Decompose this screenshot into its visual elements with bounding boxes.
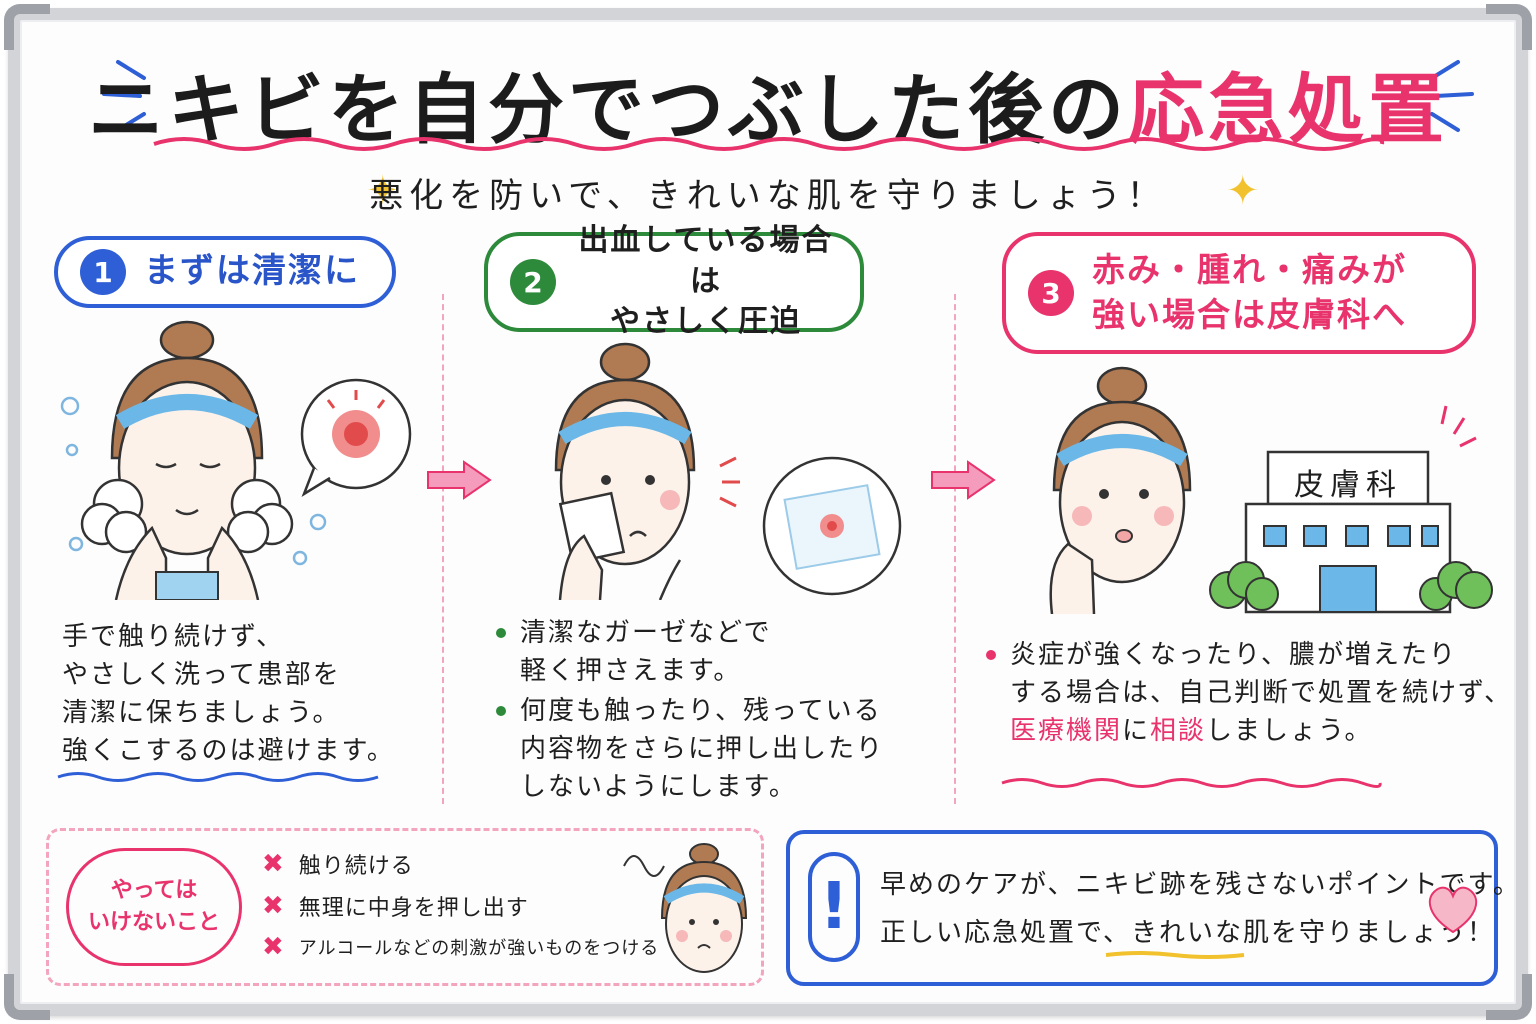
tip-line-1: 早めのケアが、ニキビ跡を残さないポイントです。 [880,870,1521,900]
step-3-label: 赤み・腫れ・痛みが 強い場合は皮膚科へ [1092,250,1407,334]
column-divider [442,294,444,804]
cross-icon: ✖ [262,891,285,921]
title-dashes-left [102,60,146,132]
cross-icon: ✖ [262,932,285,962]
illustration-worried-face [1049,366,1192,614]
tip-panel [786,830,1498,986]
illustration-troubled-face [623,843,748,973]
page-title-main: ニキビを自分でつぶした後の [88,65,1128,154]
step-2-number: 2 [510,259,556,305]
title-underline-wave [153,137,1385,151]
bullet-dot-icon [986,650,996,660]
dont-item: ✖ 無理に中身を押し出す [262,890,659,922]
tip-highlight-underline [1105,951,1245,959]
title-dashes-right [1430,60,1474,132]
column-divider [954,294,956,804]
step-3-line: 炎症が強くなったり、膿が増えたり [1010,640,1457,670]
step-2-header: 2 出血している場合は やさしく圧迫 [484,223,864,339]
step-3-body: 炎症が強くなったり、膿が増えたり する場合は、自己判断で処置を続けず、 医療機関… [986,636,1510,750]
clinic-building-icon [1209,405,1493,614]
emphasis-consult: 相談 [1150,716,1207,746]
frame-corner-top-left [4,4,50,50]
heart-icon [1428,886,1478,934]
step-2-bullet-text: 何度も触ったり、残っている 内容物をさらに押し出したり しないようにします。 [520,696,885,802]
step-1-number: 1 [80,249,126,295]
arrow-right-icon [931,460,996,500]
bullet-dot-icon [496,706,506,716]
page-title: ニキビを自分でつぶした後の応急処置 [0,48,1536,158]
step-1-header: 1 まずは清潔に [54,236,396,308]
arrow-right-icon [427,460,492,500]
step-1-body: 手で触り続けず、 やさしく洗って患部を 清潔に保ちましょう。 強くこするのは避け… [62,618,395,770]
step-2-label: 出血している場合は やさしく圧迫 [578,223,834,340]
step-3-bullet: 炎症が強くなったり、膿が増えたり する場合は、自己判断で処置を続けず、 医療機関… [986,636,1510,750]
dont-item: ✖ 触り続ける [262,848,659,880]
frame-corner-bottom-left [4,974,50,1020]
tip-line-2: 正しい応急処置で、きれいな肌を守りましょう！ [880,918,1495,948]
step-3-line: する場合は、自己判断で処置を続けず、 [1010,678,1513,708]
bullet-dot-icon [496,628,506,638]
page-title-accent: 応急処置 [1128,65,1448,154]
step-1-label: まずは清潔に [144,251,360,292]
step-3-underline-wave [1001,778,1382,788]
frame-corner-bottom-right [1486,974,1532,1020]
dont-item: ✖ アルコールなどの刺激が強いものをつける [262,932,659,962]
donts-panel [46,828,764,986]
donts-list: ✖ 触り続ける ✖ 無理に中身を押し出す ✖ アルコールなどの刺激が強いものをつける [262,848,659,962]
step-1-line: 手で触り続けず、 [62,622,285,652]
illustration-pressing-gauze [554,342,902,600]
step-2-body: 清潔なガーゼなどで 軽く押さえます。 何度も触ったり、残っている 内容物をさらに… [496,614,916,806]
sparkle-icon: ✦ [366,168,400,214]
step-1-line-emphasis: 強くこするのは避けます。 [62,736,395,766]
cross-icon: ✖ [262,849,285,879]
exclamation-icon: ! [808,852,860,962]
step-2-bullet: 何度も触ったり、残っている 内容物をさらに押し出したり しないようにします。 [496,692,916,806]
step-3-header: 3 赤み・腫れ・痛みが 強い場合は皮膚科へ [1002,232,1476,354]
step-2-bullet-text: 清潔なガーゼなどで 軽く押さえます。 [520,618,772,686]
sparkle-icon: ✦ [1226,168,1260,214]
step-3-text: に [1122,716,1151,746]
step-3-line: 医療機関に相談しましょう。 [1010,712,1512,750]
dont-item-text: 触り続ける [298,854,414,879]
step-2-bullet: 清潔なガーゼなどで 軽く押さえます。 [496,614,916,690]
dont-item-text: 無理に中身を押し出す [298,896,529,921]
step-1-line: 清潔に保ちましょう。 [62,698,341,728]
clinic-sign: 皮膚科 [1294,468,1402,503]
dont-item-text: アルコールなどの刺激が強いものをつける [298,938,660,959]
step-1-line: やさしく洗って患部を [62,660,341,690]
frame-corner-top-right [1486,4,1532,50]
emphasis-medical: 医療機関 [1010,716,1123,746]
step-1-underline-wave [57,772,379,782]
illustration-washing-face [60,320,412,600]
step-3-text: しましょう。 [1206,716,1373,746]
subtitle: 悪化を防いで、きれいな肌を守りましょう！ [369,176,1167,216]
donts-label: やっては いけないこと [66,848,242,966]
step-3-number: 3 [1028,270,1074,316]
